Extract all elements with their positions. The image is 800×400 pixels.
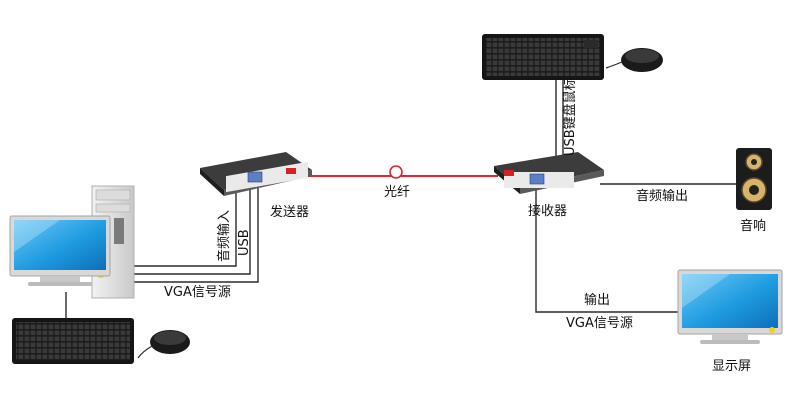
label-receiver: 接收器 xyxy=(528,203,567,219)
cable-audio-left xyxy=(130,188,237,267)
mouse-left-icon xyxy=(137,330,190,359)
label-speaker: 音响 xyxy=(740,218,766,234)
keyboard-top-icon xyxy=(482,34,604,80)
usb-kbd-mouse-group xyxy=(482,34,663,80)
speaker-icon xyxy=(736,148,772,210)
mouse-top-icon xyxy=(605,48,663,72)
cable-vga-left xyxy=(130,188,259,283)
pc-monitor-icon xyxy=(9,215,111,286)
label-audio-output: 音频输出 xyxy=(636,188,688,204)
label-vga-source-left: VGA信号源 xyxy=(164,285,231,300)
receiver-device-icon xyxy=(494,152,604,194)
label-fiber: 光纤 xyxy=(384,185,410,200)
cable-vga-out xyxy=(535,190,680,313)
display-monitor-icon xyxy=(677,269,783,344)
label-usb-kbd-mouse: USB键盘鼠标 xyxy=(562,77,578,156)
label-audio-input: 音频输入 xyxy=(216,210,232,262)
label-output: 输出 xyxy=(584,292,610,308)
pc-tower-icon xyxy=(91,185,135,299)
transmitter-device-icon xyxy=(200,152,312,196)
cables xyxy=(65,80,736,318)
label-transmitter: 发送器 xyxy=(270,204,309,220)
label-usb-left: USB xyxy=(237,229,252,256)
keyboard-left-icon xyxy=(12,318,134,364)
fiber-coil-icon xyxy=(389,165,403,179)
source-computer xyxy=(9,185,190,364)
cable-usb-left xyxy=(130,188,251,275)
label-display: 显示屏 xyxy=(712,359,751,374)
label-vga-source-right: VGA信号源 xyxy=(566,316,633,331)
